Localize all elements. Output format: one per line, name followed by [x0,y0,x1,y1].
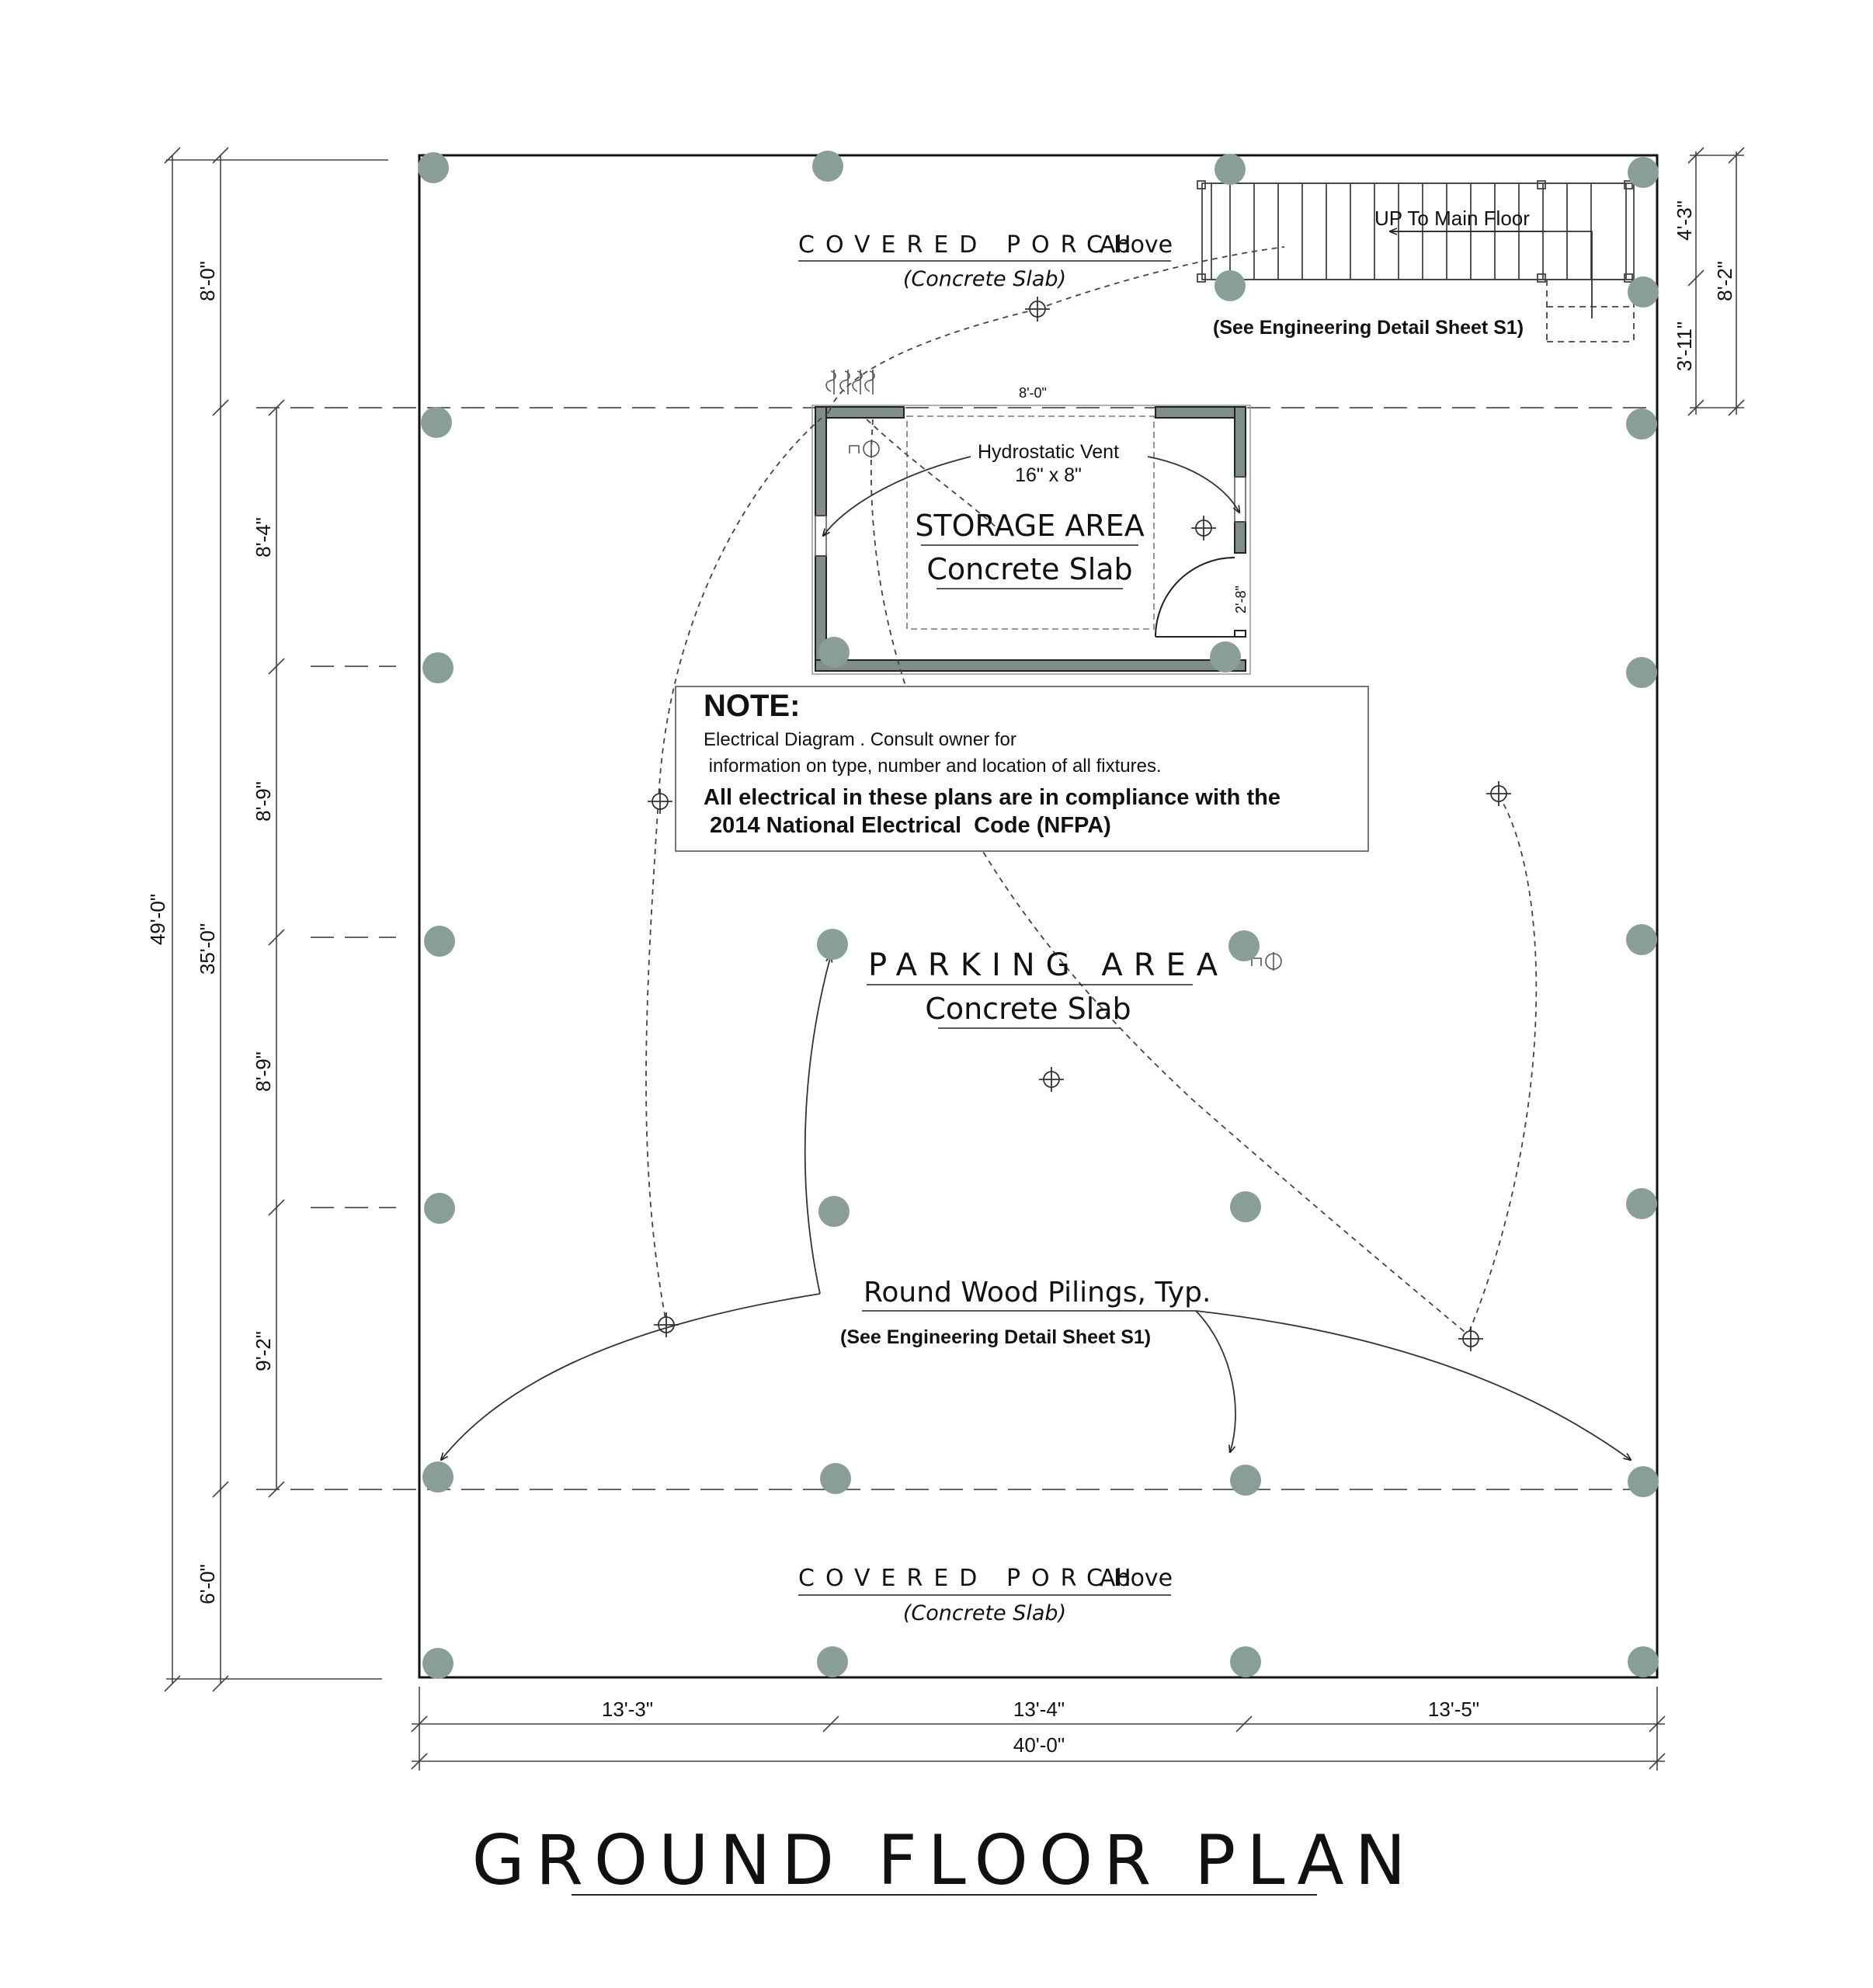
storage-wall-right-upper [1234,406,1246,478]
porch-top-title: COVERED PORCH [798,231,1142,259]
piling [1626,1188,1657,1219]
piling [820,1463,851,1494]
porch-bottom-slab: (Concrete Slab) [903,1601,1066,1625]
piling [1214,270,1246,301]
piling [817,929,848,960]
piling [422,1648,453,1679]
dim-rear-porch: 6'-0" [196,1564,219,1604]
dim-stair-upper: 4'-3" [1673,200,1696,241]
piling [817,1646,848,1677]
left-dimension-lines [164,147,388,1692]
piling [818,1196,850,1227]
pilings-label: Round Wood Pilings, Typ. [864,1277,1211,1309]
piling [1628,157,1659,188]
piling [818,637,850,668]
storage-wall-right-mid [1234,521,1246,554]
building-outline [418,154,1659,1679]
piling [1626,924,1657,955]
dim-stair-total: 8'-2" [1713,261,1736,301]
dim-front-porch: 8'-0" [196,261,219,301]
outlet-storage [849,440,880,458]
porch-top-above: Above [1100,231,1173,259]
piling [1214,154,1246,185]
porch-bottom-above: Above [1100,1565,1173,1592]
pilings [418,151,1659,1679]
storage-wall-bottom [815,659,1246,672]
storage-inner-dashed [906,415,1155,630]
note-line-1: Electrical Diagram . Consult owner for [704,729,1016,750]
vent-left-frame [815,515,827,557]
parking-title: PARKING AREA [868,947,1228,983]
storage-wall-right-stub [1234,630,1246,638]
right-dimension-lines [1687,147,1745,416]
piling [422,1461,453,1493]
storage-wall-top-right [1155,406,1246,419]
vent-line-2: 16" x 8" [1015,464,1082,486]
piling [1626,657,1657,688]
bottom-dimension-lines [411,1687,1666,1771]
storage-title: STORAGE AREA [915,509,1144,543]
piling [812,151,843,182]
porch-top-slab: (Concrete Slab) [903,267,1066,291]
porch-bottom-title: COVERED PORCH [798,1565,1142,1592]
piling [1210,641,1241,673]
note-line-4: 2014 National Electrical Code (NFPA) [704,813,1111,838]
leader-arrows [441,456,1631,1460]
piling [424,926,455,957]
vent-right-frame [1234,476,1246,523]
dim-stair-lower: 3'-11" [1673,321,1696,371]
stairs-label: UP To Main Floor [1374,207,1530,230]
note-box [675,686,1369,852]
dim-bay-3: 8'-9" [252,1051,275,1092]
note-line-3: All electrical in these plans are in com… [704,785,1281,810]
door-width-dim: 2'-8" [1233,586,1249,613]
dim-bay-1: 8'-4" [252,517,275,558]
storage-width-dim: 8'-0" [1019,385,1047,401]
dim-main-depth: 35'-0" [196,923,219,975]
storage-slab: Concrete Slab [926,552,1132,586]
piling [422,652,453,683]
dim-col-3: 13'-5" [1428,1698,1479,1721]
dim-col-1: 13'-3" [602,1698,653,1721]
parking-slab: Concrete Slab [925,992,1131,1026]
dim-overall-depth: 49'-0" [146,894,169,945]
dim-bay-2: 8'-9" [252,781,275,822]
piling [1228,930,1260,961]
piling [1628,1646,1659,1677]
stairs-detail: (See Engineering Detail Sheet S1) [1213,317,1524,339]
piling [1230,1191,1261,1222]
storage-room [811,405,1251,675]
switch-symbols [825,370,875,394]
vent-line-1: Hydrostatic Vent [978,441,1119,463]
dim-col-2: 13'-4" [1013,1698,1065,1721]
storage-wall-left-upper [815,406,827,516]
dim-overall-width: 40'-0" [1013,1733,1065,1757]
drawing-title: GROUND FLOOR PLAN [472,1820,1417,1900]
beam-lines [256,407,1657,1490]
light-fixture-ticks [648,297,1511,1351]
note-line-2: information on type, number and location… [704,756,1162,777]
note-heading: NOTE: [704,689,800,723]
piling [1230,1465,1261,1496]
outlet-parking [1251,952,1282,971]
piling [424,1193,455,1224]
piling [418,152,449,183]
piling [421,407,452,438]
pilings-detail: (See Engineering Detail Sheet S1) [840,1326,1151,1348]
dim-bay-4: 9'-2" [252,1331,275,1371]
piling [1628,276,1659,308]
piling [1626,408,1657,440]
door-swing [1155,557,1235,638]
piling [1230,1646,1261,1677]
piling [1628,1466,1659,1497]
